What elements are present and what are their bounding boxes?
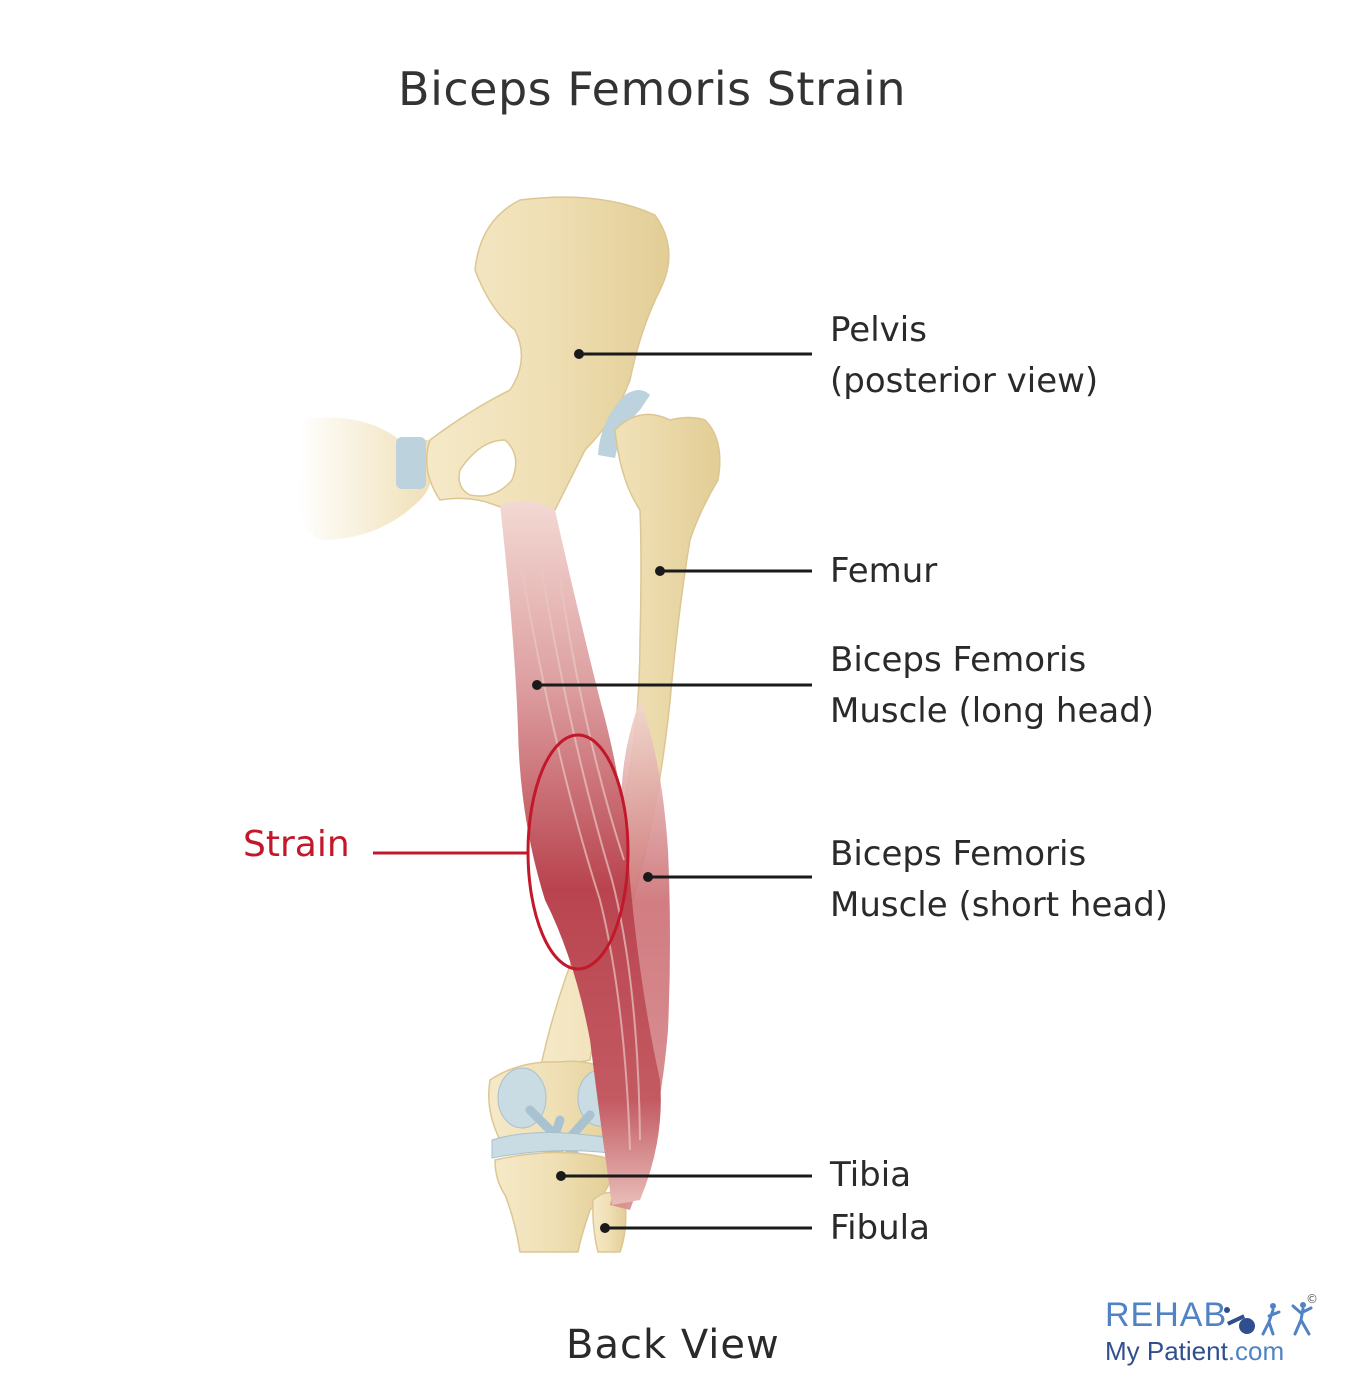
label-short-head: Biceps Femoris Muscle (short head): [830, 829, 1168, 931]
label-tibia: Tibia: [830, 1150, 911, 1201]
label-long-head-line1: Biceps Femoris: [830, 640, 1087, 680]
label-pelvis-line1: Pelvis: [830, 310, 927, 350]
diagram-title-text: Biceps Femoris Strain: [398, 62, 906, 116]
label-femur-text: Femur: [830, 551, 938, 591]
diagram-title: Biceps Femoris Strain: [0, 62, 1354, 116]
fibula-bone: [592, 1191, 627, 1253]
label-long-head: Biceps Femoris Muscle (long head): [830, 635, 1154, 737]
leader-lines: [537, 352, 812, 1230]
leader-dots: [532, 349, 665, 1233]
pelvis-dot: [574, 349, 584, 359]
muscle-fibers: [519, 559, 641, 1151]
view-caption: Back View: [566, 1322, 780, 1368]
label-tibia-text: Tibia: [830, 1155, 912, 1195]
label-fibula-text: Fibula: [830, 1208, 930, 1248]
copyright-mark: ©: [1306, 1292, 1318, 1306]
label-strain: Strain: [243, 824, 350, 865]
logo-mypatient-text: My Patient: [1105, 1336, 1228, 1366]
label-pelvis: Pelvis (posterior view): [830, 305, 1098, 407]
short-head-dot: [643, 872, 653, 882]
strain-highlight-ellipse: [526, 733, 630, 971]
tibia-dot: [556, 1171, 566, 1181]
label-pelvis-line2: (posterior view): [830, 361, 1099, 401]
label-short-head-line1: Biceps Femoris: [830, 834, 1087, 874]
label-short-head-line2: Muscle (short head): [830, 885, 1169, 925]
logo-mypatient: My Patient.com: [1105, 1336, 1284, 1367]
logo-rehab-text: REHAB: [1105, 1296, 1228, 1334]
pubic-symphysis-cartilage: [396, 437, 426, 489]
label-long-head-line2: Muscle (long head): [830, 691, 1155, 731]
label-fibula: Fibula: [830, 1203, 930, 1254]
femur-dot: [655, 566, 665, 576]
obturator-foramen: [458, 439, 517, 497]
fibula-dot: [600, 1223, 610, 1233]
exercise-figures-icon: [1224, 1302, 1313, 1336]
logo-dotcom-text: .com: [1227, 1336, 1285, 1366]
label-femur: Femur: [830, 546, 937, 597]
biceps-femoris-long-head: [500, 501, 661, 1205]
brand-logo: REHAB My Patient.com: [1105, 1296, 1335, 1376]
long-head-dot: [532, 680, 542, 690]
